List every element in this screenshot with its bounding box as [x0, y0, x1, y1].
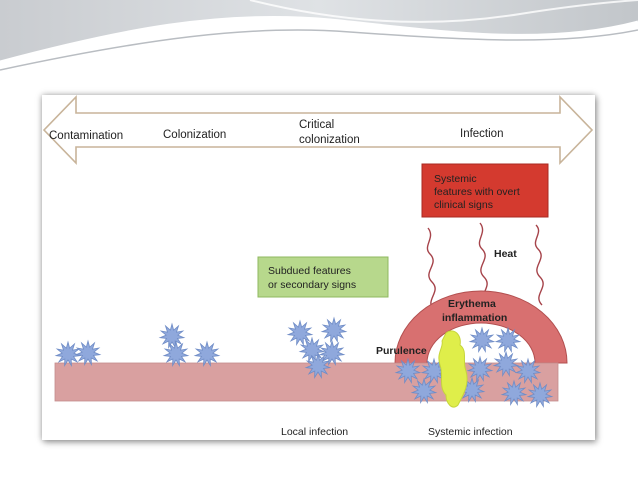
bacterium-icon [286, 319, 314, 346]
bacterium-icon [494, 326, 522, 353]
erythema-label: Erythema [448, 298, 496, 310]
subdued-box-line-2: or secondary signs [268, 279, 356, 291]
bacterium-icon [304, 352, 332, 379]
systemic-infection-label: Systemic infection [428, 426, 513, 438]
bacterium-icon [514, 357, 542, 384]
purulence-label: Purulence [376, 345, 427, 357]
bacteria-layer [54, 316, 554, 408]
bacterium-icon [193, 340, 221, 367]
bacterium-icon [492, 350, 520, 377]
systemic-features-box [421, 163, 549, 218]
bacterium-icon [74, 339, 102, 366]
subdued-box-line-1: Subdued features [268, 265, 351, 277]
bacterium-icon [318, 339, 346, 366]
local-infection-label: Local infection [281, 426, 348, 438]
bacterium-icon [500, 379, 528, 406]
bacterium-icon [410, 377, 438, 404]
slide-header-decoration [0, 0, 638, 71]
bacterium-icon [466, 355, 494, 382]
bacterium-icon [526, 381, 554, 408]
continuum-arrow [42, 95, 594, 165]
bacterium-icon [394, 357, 422, 384]
inflammation-label: inflammation [442, 312, 507, 324]
erythema-inflammation-arch [394, 290, 568, 364]
subdued-features-box [257, 256, 389, 298]
bacterium-icon [468, 326, 496, 353]
stage-critical-colonization-label-2: colonization [299, 134, 360, 146]
bacterium-icon [162, 340, 190, 367]
bacterium-icon [320, 316, 348, 343]
systemic-box-line-2: features with overt [434, 186, 520, 198]
systemic-box-line-3: clinical signs [434, 199, 493, 211]
heat-label: Heat [494, 248, 517, 260]
stage-critical-colonization-label-1: Critical [299, 119, 334, 131]
bacterium-icon [158, 322, 186, 349]
stage-colonization-label: Colonization [163, 129, 226, 141]
purulence-blob [438, 330, 468, 408]
stage-infection-label: Infection [460, 128, 503, 140]
wound-infection-continuum-figure: Contamination Colonization Critical colo… [42, 95, 595, 440]
stage-contamination-label: Contamination [49, 130, 123, 142]
systemic-box-line-1: Systemic [434, 173, 477, 185]
bacterium-icon [54, 340, 82, 367]
